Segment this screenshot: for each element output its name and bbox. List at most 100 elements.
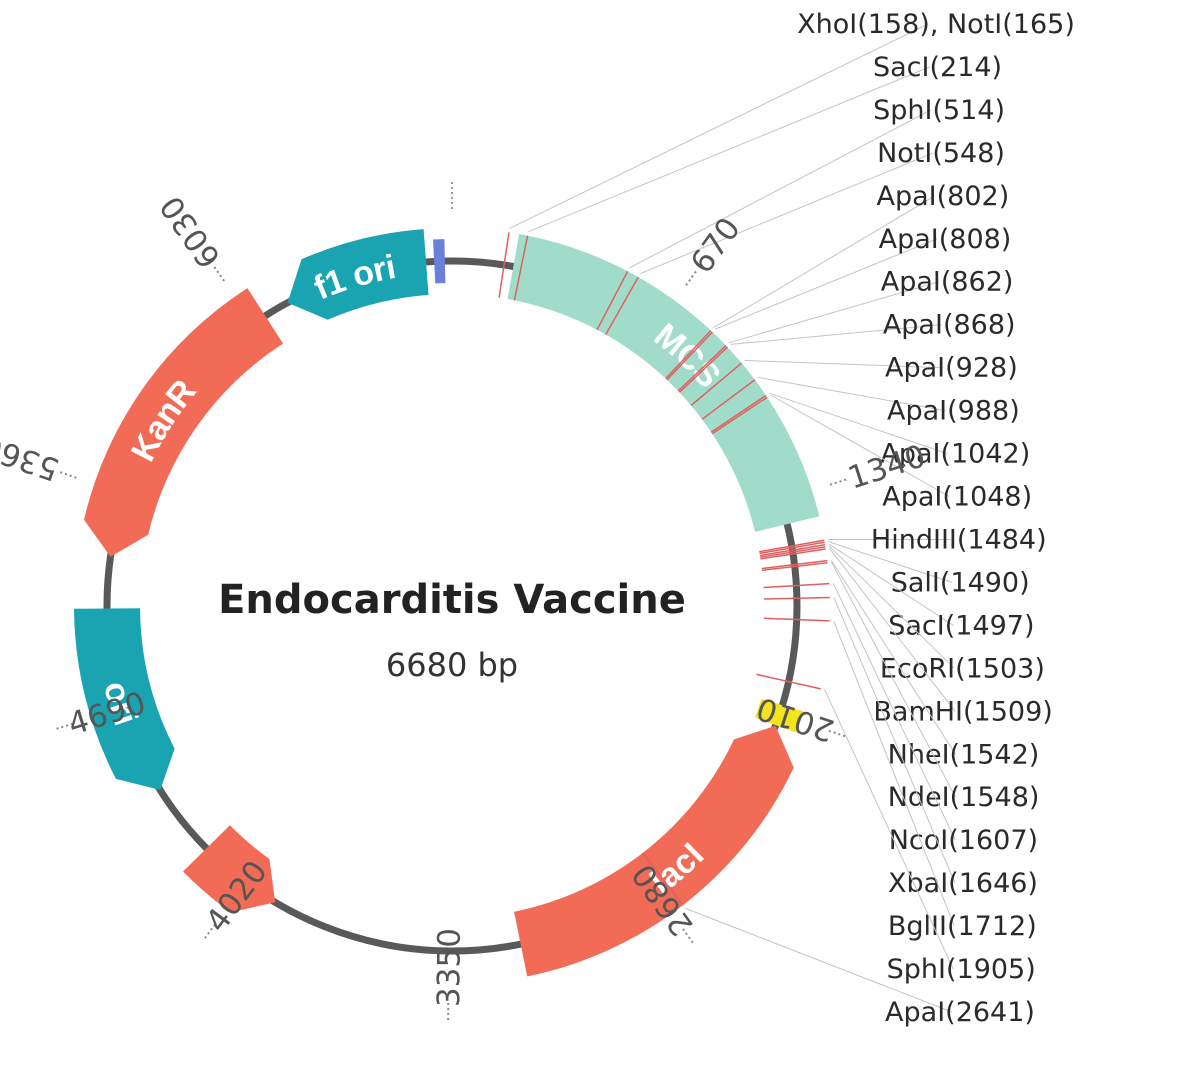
site-mark (513, 235, 529, 301)
feature-kanr: KanR (84, 288, 284, 557)
site-sphi-1905: SphI(1905) (756, 673, 1036, 985)
tick-mark (53, 722, 74, 731)
site-leader (833, 597, 956, 884)
blue-marker (433, 239, 446, 284)
tick-label: 3350 (431, 928, 468, 1007)
site-xhoi-158-noti-165: XhoI(158), NotI(165) (498, 9, 1075, 298)
site-leader (728, 281, 940, 344)
site-sali-1490: SalI(1490) (759, 541, 1030, 598)
site-mark (710, 394, 767, 433)
site-apai-802: ApaI(802) (665, 181, 1010, 380)
tick-mark (202, 923, 216, 942)
site-saci-214: SacI(214) (513, 52, 1002, 301)
tick-670: 670 (684, 211, 748, 286)
site-label: NcoI(1607) (889, 825, 1038, 856)
tick-label: 6030 (153, 189, 228, 274)
site-label: ApaI(808) (879, 224, 1012, 255)
site-label: EcoRI(1503) (880, 653, 1045, 684)
site-mark (690, 362, 743, 407)
site-leader (828, 541, 953, 583)
site-mark (763, 582, 830, 589)
site-label: ApaI(1048) (882, 482, 1032, 513)
site-label: BamHI(1509) (873, 696, 1052, 727)
site-apai-1048: ApaI(1048) (711, 394, 1032, 513)
site-mark (763, 617, 830, 622)
site-leader (713, 195, 936, 329)
site-leader (833, 620, 955, 927)
site-ncoi-1607: NcoI(1607) (763, 582, 1038, 856)
site-label: XbaI(1646) (888, 868, 1038, 899)
site-label: SacI(214) (873, 52, 1002, 83)
site-mark (605, 276, 639, 335)
tick-label: 5360 (0, 428, 64, 488)
site-mark (759, 544, 826, 557)
tick-mark (685, 268, 699, 286)
feature-shape-laci (514, 725, 794, 977)
site-label: ApaI(868) (883, 310, 1016, 341)
site-mark (763, 596, 830, 600)
site-mark (711, 396, 768, 435)
site-label: ApaI(1042) (880, 439, 1030, 470)
site-label: ApaI(802) (877, 181, 1010, 212)
feature-mcs: MCS (507, 234, 820, 532)
backbone-circle (103, 257, 801, 955)
site-mark (665, 329, 712, 380)
site-bglii-1712: BglII(1712) (763, 617, 1037, 942)
site-label: SacI(1497) (888, 610, 1034, 641)
site-noti-548: NotI(548) (605, 138, 1005, 335)
site-leader (744, 360, 944, 369)
site-mark (596, 270, 629, 331)
restriction-site-layer: XhoI(158), NotI(165) SacI(214) SphI(514) No… (498, 9, 1075, 1028)
site-label: SphI(1905) (887, 954, 1036, 985)
site-leader (685, 907, 953, 1013)
site-leader (770, 394, 950, 497)
tick-mark (829, 477, 850, 486)
tick-mark (57, 470, 77, 479)
site-leader (828, 543, 954, 626)
site-leader (715, 238, 938, 330)
site-leader (832, 583, 956, 841)
tick-3350: 3350 (431, 928, 468, 1024)
site-leader (769, 392, 948, 455)
site-mark (756, 673, 821, 690)
site-apai-868: ApaI(868) (678, 310, 1016, 393)
site-leader (830, 559, 956, 755)
site-label: BglII(1712) (888, 911, 1037, 942)
site-apai-928: ApaI(928) (690, 353, 1018, 407)
site-apai-1042: ApaI(1042) (710, 392, 1030, 470)
site-mark (759, 541, 825, 555)
site-ndei-1548: NdeI(1548) (761, 561, 1039, 813)
feature-shape-ori (74, 608, 175, 790)
site-mark (678, 346, 729, 393)
site-bamhi-1509: BamHI(1509) (760, 548, 1053, 727)
site-mark (760, 546, 826, 558)
yellow-marker (755, 698, 804, 733)
site-leader (831, 562, 957, 798)
site-mark (759, 539, 825, 553)
feature-ori: ori (74, 608, 175, 790)
feature-shape-f1ori (287, 229, 429, 320)
site-apai-808: ApaI(808) (666, 224, 1012, 381)
site-label: XhoI(158), NotI(165) (797, 9, 1075, 40)
site-leader (730, 324, 942, 345)
site-apai-862: ApaI(862) (677, 267, 1013, 392)
site-label: ApaI(928) (885, 353, 1018, 384)
tick-mark (828, 729, 849, 739)
backbone-layer (103, 182, 801, 955)
site-mark (666, 331, 713, 381)
site-hindiii-1484: HindIII(1484) (759, 525, 1047, 556)
site-label: HindIII(1484) (871, 525, 1047, 556)
site-saci-1497: SacI(1497) (759, 543, 1035, 641)
feature-shape-unnamed-red (183, 825, 276, 913)
site-leader (640, 152, 934, 275)
plasmid-length: 6680 bp (386, 646, 518, 684)
site-mark (498, 232, 510, 298)
plasmid-name: Endocarditis Vaccine (218, 577, 686, 623)
site-mark (701, 379, 756, 420)
site-label: SphI(514) (873, 95, 1005, 126)
site-leader (528, 66, 930, 233)
tick-mark (211, 263, 225, 282)
feature-shape-kanr (84, 288, 284, 557)
site-label: NotI(548) (877, 138, 1005, 169)
site-leader (758, 376, 946, 412)
